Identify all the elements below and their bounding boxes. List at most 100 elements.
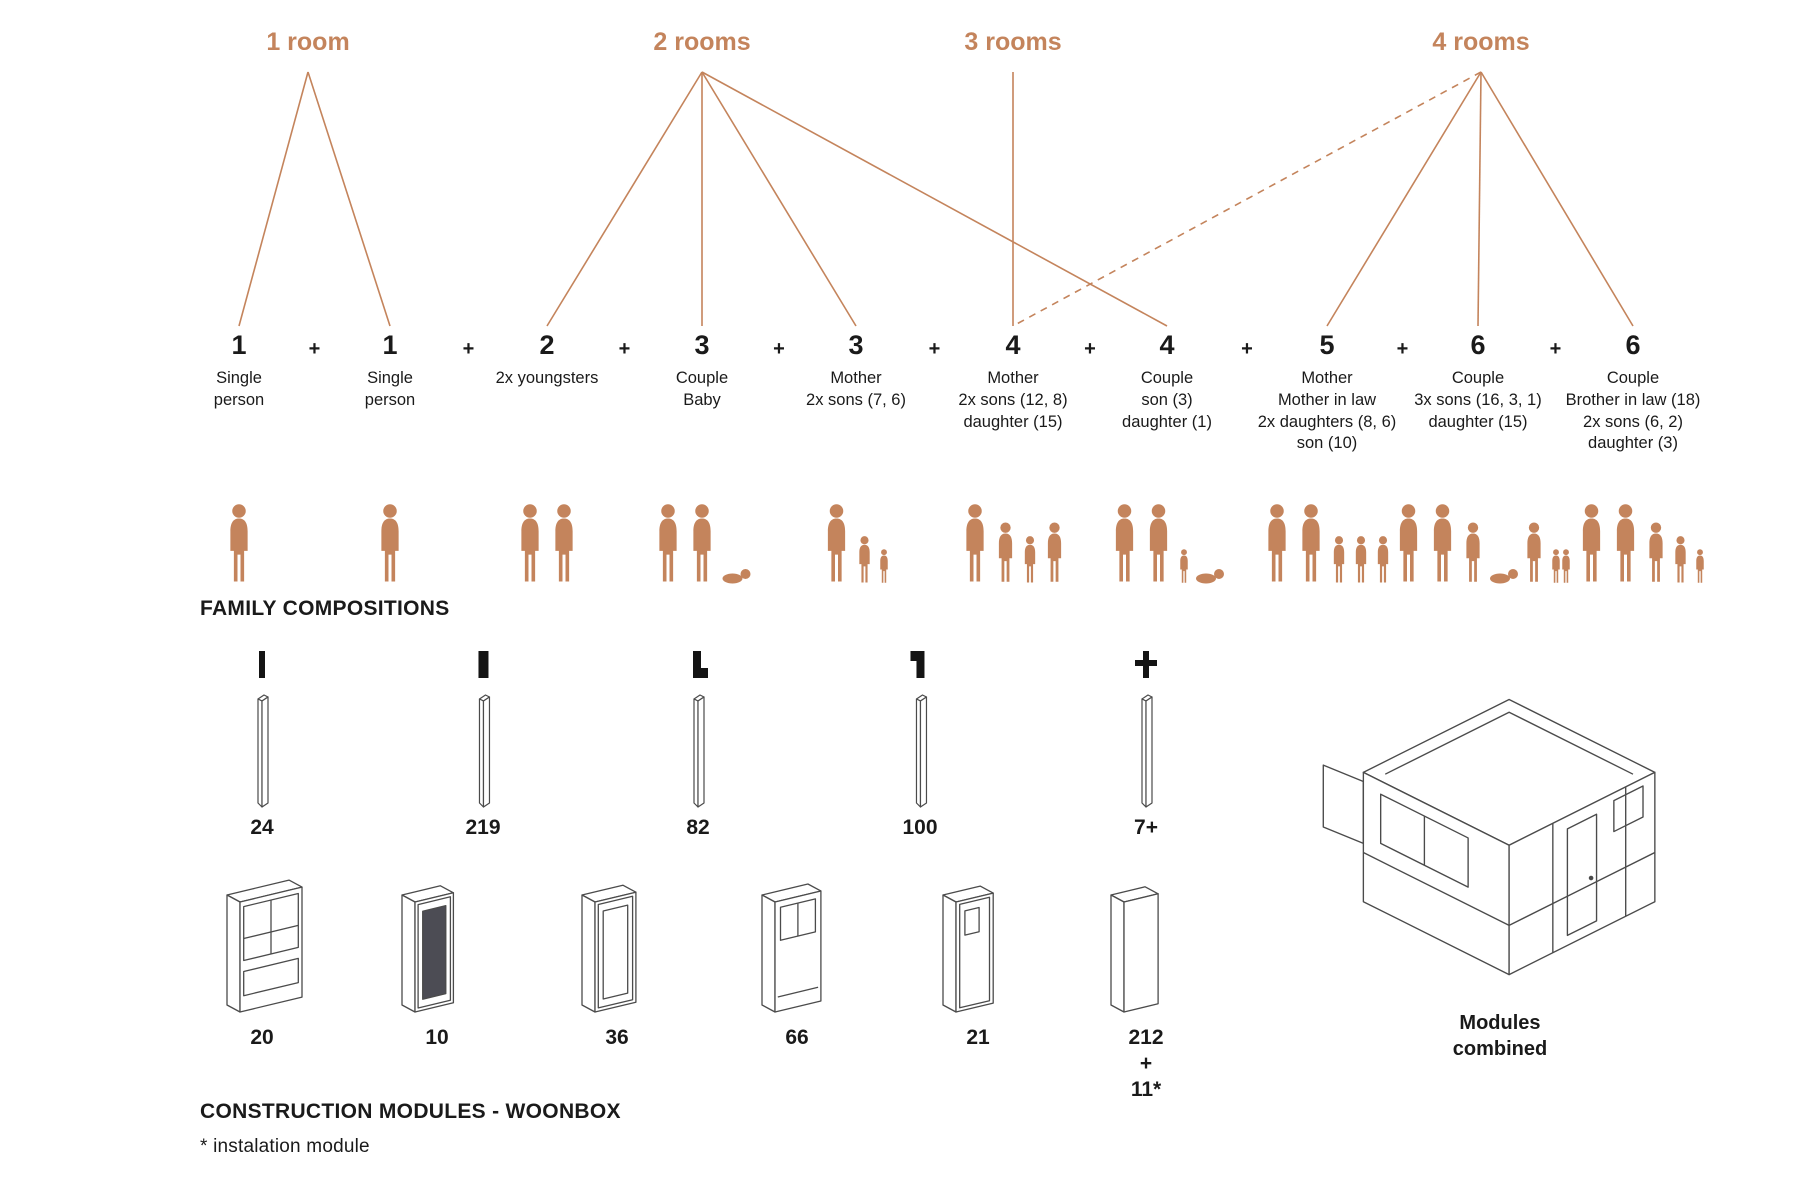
room-family-connector: [1477, 71, 1482, 327]
plan-corner-icon: [693, 651, 708, 678]
window-large-panel-icon: [226, 879, 303, 1013]
family-size-number: 3: [848, 330, 864, 360]
plan-flag-icon: [909, 651, 924, 678]
module-count: 24: [250, 816, 274, 839]
child-figure-icon: [859, 536, 870, 583]
adult-figure-icon: [693, 504, 711, 582]
family-figures-group: [515, 498, 579, 584]
family-description-line: son (3): [1141, 390, 1193, 409]
child-figure-icon: [1333, 536, 1345, 583]
room-family-connector: [1480, 71, 1634, 327]
family-description: Single person: [144, 368, 334, 412]
construction-panel: 10: [381, 868, 493, 1050]
plus-separator: +: [1084, 338, 1096, 360]
construction-column: 219: [465, 650, 501, 840]
room-family-connector: [546, 71, 703, 327]
window-top-panel-icon: [761, 883, 822, 1013]
column-module-icon: [915, 694, 927, 808]
family-figures-group: [653, 498, 751, 584]
room-family-connector: [701, 71, 857, 327]
family-description-line: Single: [216, 369, 262, 387]
door-small-window-panel-icon: [942, 885, 994, 1013]
family-description-line: Brother in law (18): [1565, 390, 1701, 409]
construction-column: 82: [684, 650, 712, 840]
plus-separator: +: [308, 338, 321, 360]
family-description-line: Baby: [683, 390, 721, 409]
teen-figure-icon: [1466, 522, 1480, 582]
child-figure-icon: [1377, 536, 1389, 583]
module-count: 66: [785, 1026, 809, 1049]
module-count: 20: [250, 1026, 274, 1049]
construction-panel: 66: [741, 868, 853, 1050]
adult-figure-icon: [1268, 504, 1286, 582]
room-category-label: 4 rooms: [1432, 28, 1530, 56]
child-figure-icon: [1355, 536, 1367, 583]
column-module-icon: [693, 694, 705, 808]
family-size-number: 4: [1005, 330, 1021, 360]
teen-figure-icon: [1527, 522, 1541, 582]
family-description-line: Mother: [987, 369, 1039, 387]
module-count: 36: [605, 1026, 629, 1049]
module-count-extra: 11*: [1130, 1078, 1162, 1102]
adult-figure-icon: [1149, 504, 1168, 582]
construction-column: 100: [902, 650, 938, 840]
adult-figure-icon: [827, 504, 846, 582]
family-description-line: 2x daughters (8, 6): [1257, 412, 1397, 431]
door-dark-panel-icon: [401, 885, 455, 1013]
family-description-line: 3x sons (16, 3, 1): [1414, 390, 1542, 409]
family-description-line: Couple: [675, 369, 729, 387]
toddler-figure-icon: [1696, 549, 1704, 583]
adult-figure-icon: [230, 504, 248, 582]
room-family-connector: [307, 71, 391, 327]
toddler-figure-icon: [1562, 549, 1570, 583]
construction-panel: 21: [922, 868, 1034, 1050]
family-description-line: 2x sons (7, 6): [806, 390, 906, 409]
family-description-line: Couple: [1606, 369, 1660, 387]
module-count: 212: [1128, 1026, 1164, 1049]
modules-combined-caption: Modules combined: [1453, 1010, 1547, 1062]
family-figures-group: [960, 498, 1066, 584]
family-description-line: 2x sons (6, 2): [1583, 412, 1683, 431]
module-count: 10: [425, 1026, 449, 1049]
installation-module-footnote: * instalation module: [200, 1136, 370, 1157]
teen-figure-icon: [998, 522, 1013, 582]
toddler-figure-icon: [1180, 549, 1188, 583]
family-compositions-title: FAMILY COMPOSITIONS: [200, 597, 450, 620]
family-size-number: 4: [1159, 330, 1175, 360]
modules-combined-illustration: [1316, 692, 1684, 998]
family-size-number: 6: [1470, 330, 1486, 360]
family-description: 2x youngsters: [452, 368, 642, 390]
plan-icon-wrap: [685, 650, 711, 680]
room-family-connector: [238, 71, 309, 327]
family-size-number: 1: [231, 330, 247, 360]
module-count: 7+: [1134, 816, 1158, 839]
adult-figure-icon: [659, 504, 677, 582]
baby-figure-icon: [1490, 569, 1518, 584]
family-description-line: person: [213, 390, 265, 409]
family-description: Mother 2x sons (7, 6): [761, 368, 951, 412]
module-count: 100: [902, 816, 938, 839]
modules-combined-caption-line1: Modules: [1459, 1012, 1541, 1034]
room-family-connector: [1326, 71, 1482, 327]
adult-figure-icon: [1302, 504, 1320, 582]
family-figures-group: [1560, 498, 1707, 584]
family-description-line: daughter (15): [1428, 412, 1528, 431]
adult-figure-icon: [1115, 504, 1134, 582]
family-description-line: son (10): [1296, 434, 1358, 453]
plan-icon-wrap: [1133, 650, 1159, 680]
plus-separator: +: [1549, 338, 1562, 360]
family-description-line: Mother in law: [1277, 390, 1377, 409]
plus-separator: +: [1396, 338, 1409, 360]
teen-figure-icon: [1047, 522, 1062, 582]
room-category-label: 1 room: [266, 28, 350, 56]
module-count: 82: [686, 816, 710, 839]
construction-panel: 36: [561, 868, 673, 1050]
construction-panel: 212+11*: [1090, 868, 1202, 1102]
family-description-line: Mother: [830, 369, 882, 387]
